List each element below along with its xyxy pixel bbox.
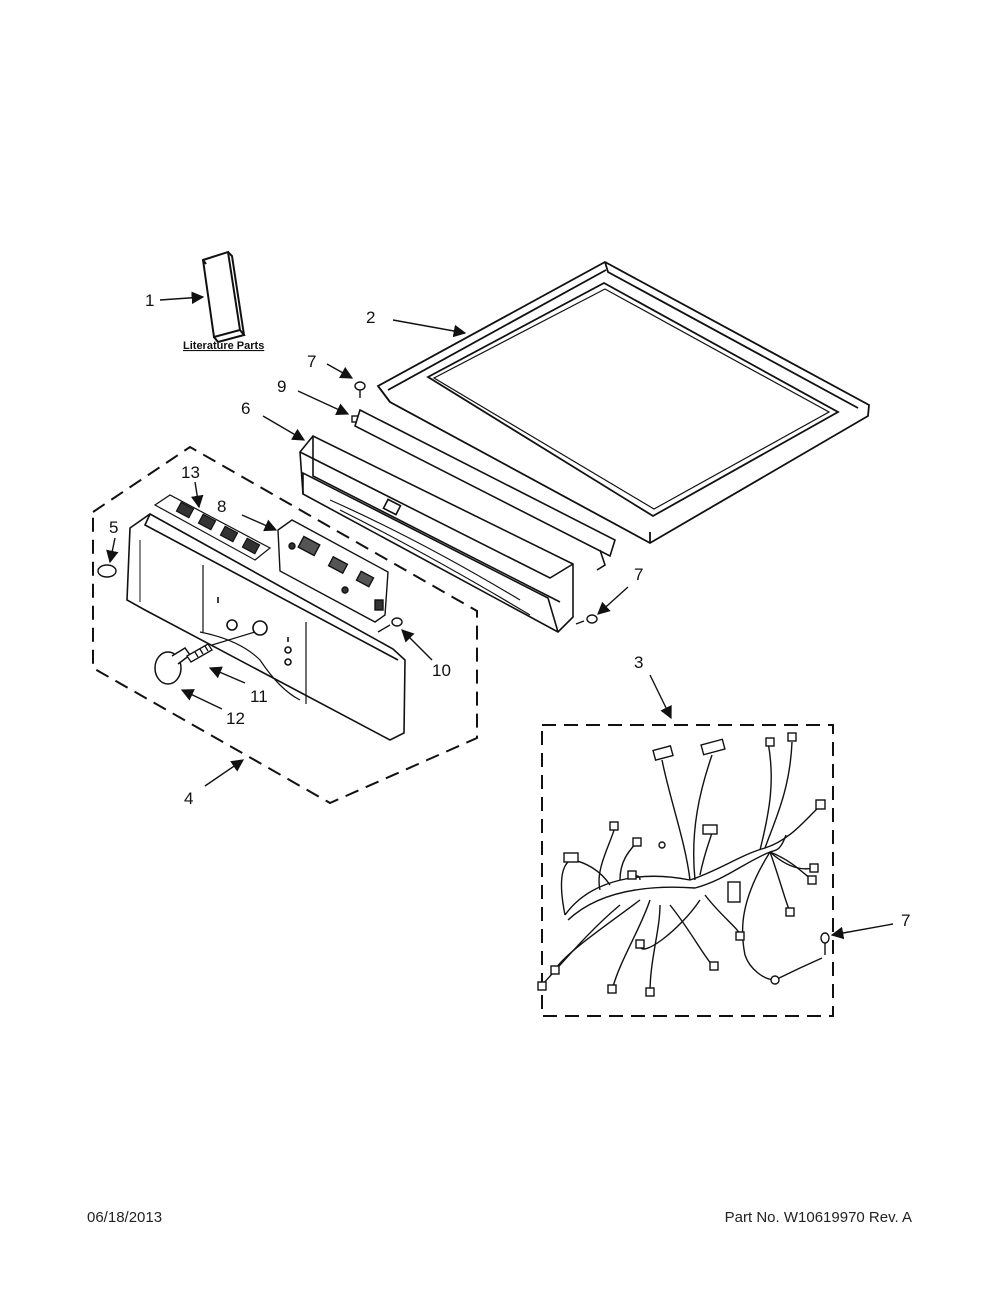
callout-7b: 7 [634,565,643,584]
screw-icon [354,381,366,398]
callout-1-leader [159,291,205,305]
screw-icon [820,932,830,955]
button-strip [153,494,272,561]
callout-13: 13 [181,463,200,482]
callout-9-leader [297,390,350,415]
callout-11-leader [208,666,246,684]
control-board [277,519,389,623]
callout-11: 11 [250,687,268,706]
knob-shaft-icon [186,631,256,663]
callout-3-leader [649,674,672,720]
callout-7b-leader [597,586,629,615]
callout-8-leader [241,514,278,532]
callout-7a-leader [326,363,354,379]
wire-harness [541,741,823,993]
callout-2-leader [392,319,467,338]
callout-5-leader [106,537,119,564]
callout-12: 12 [226,709,245,728]
callout-13-leader [190,481,204,509]
callout-4-leader [204,759,245,787]
callout-7c: 7 [901,911,910,930]
literature-parts-label: Literature Parts [183,340,264,352]
connector-icon [537,732,826,997]
callout-4: 4 [184,789,193,808]
console-bracket [299,408,616,633]
callout-10: 10 [432,661,451,680]
console-assembly-box [92,445,478,805]
footer-date: 06/18/2013 [87,1209,163,1226]
callout-6-leader [262,415,306,441]
callout-7c-leader [830,923,894,940]
badge-icon [97,564,117,578]
callout-9: 9 [277,377,286,396]
callout-10-leader [401,629,433,661]
literature-parts-booklet [201,250,246,344]
callout-8: 8 [217,497,226,516]
console-front-panel [126,513,406,741]
callout-5: 5 [109,518,118,537]
top-panel [376,260,870,545]
screw-icon [377,617,403,633]
callout-1: 1 [145,291,154,310]
callout-2: 2 [366,308,375,327]
wire-harness-box [541,724,834,1017]
callout-6: 6 [241,399,250,418]
callout-7a: 7 [307,352,316,371]
footer-part-number: Part No. W10619970 Rev. A [724,1209,912,1226]
callout-3: 3 [634,653,643,672]
callout-12-leader [180,689,223,710]
screw-icon [575,614,598,625]
knob-icon [154,646,192,685]
